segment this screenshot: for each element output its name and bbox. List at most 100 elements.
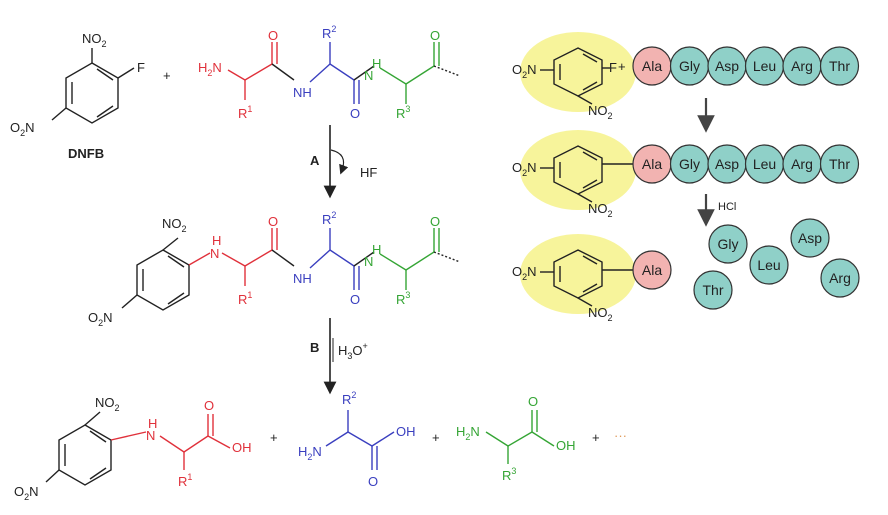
svg-text:+: + (618, 59, 626, 74)
dnp-ring-row3: O2N NO2 (512, 249, 634, 323)
bead-label-thr: Thr (829, 156, 850, 172)
svg-text:R3: R3 (502, 466, 516, 483)
svg-text:OH: OH (396, 424, 416, 439)
svg-text:R2: R2 (322, 210, 336, 227)
bead-label-leu: Leu (757, 257, 780, 273)
svg-text:NO2: NO2 (82, 31, 107, 49)
svg-text:O2N: O2N (14, 484, 39, 502)
bead-label-ala: Ala (642, 156, 662, 172)
svg-text:NO2: NO2 (588, 305, 613, 323)
peptide-chain-top: H2N R1 O NH R2 O H N R3 O (198, 24, 461, 121)
svg-text:O2N: O2N (512, 160, 537, 178)
svg-text:O: O (350, 106, 360, 121)
svg-text:R3: R3 (396, 290, 410, 307)
dnfb-molecule: NO2 F O2N DNFB (10, 31, 145, 161)
svg-text:NH: NH (293, 85, 312, 100)
bead-leu (749, 245, 789, 285)
plus-sign-1: + (163, 68, 171, 83)
bead-label-asp: Asp (715, 156, 739, 172)
svg-text:F: F (609, 60, 617, 75)
plus-sign-3: + (432, 430, 440, 445)
bead-asp (790, 218, 830, 258)
svg-text:N: N (364, 68, 373, 83)
svg-text:R2: R2 (322, 24, 336, 41)
svg-text:R3: R3 (396, 104, 410, 121)
svg-text:H: H (372, 242, 381, 257)
bead-row-2: Ala Gly Asp Leu Arg Thr (632, 144, 860, 184)
svg-text:H3O+: H3O+ (338, 341, 368, 361)
svg-text:H2N: H2N (298, 444, 322, 462)
svg-text:F: F (137, 60, 145, 75)
bead-row-1: Ala Gly Asp Leu Arg Thr (632, 46, 860, 86)
ellipsis: ··· (614, 428, 627, 443)
svg-text:NO2: NO2 (588, 103, 613, 121)
step-b-arrow: B H3O+ (310, 318, 368, 395)
svg-text:H: H (148, 416, 157, 431)
bead-gly (708, 224, 748, 264)
svg-text:R1: R1 (178, 472, 192, 489)
svg-text:R1: R1 (238, 290, 252, 307)
bead-row-3: Ala (632, 250, 672, 290)
bead-label-arg: Arg (791, 156, 813, 172)
svg-text:NH: NH (293, 271, 312, 286)
plus-sign-4: + (592, 430, 600, 445)
bead-ala (632, 250, 672, 290)
bead-label-gly: Gly (718, 236, 739, 252)
svg-text:O2N: O2N (88, 310, 113, 328)
dnp-ring-row2: O2N NO2 (512, 145, 634, 219)
dnp-peptide: NO2 O2N H N R1 O NH R2 O H N R3 O (88, 210, 461, 328)
svg-text:NO2: NO2 (162, 216, 187, 234)
svg-text:HCl: HCl (718, 201, 736, 213)
free-amino-acid-3: H2N R3 O OH (456, 394, 576, 483)
svg-text:DNFB: DNFB (68, 146, 104, 161)
bead-label-ala: Ala (642, 262, 662, 278)
svg-text:NO2: NO2 (95, 395, 120, 413)
svg-text:OH: OH (556, 438, 576, 453)
svg-text:R1: R1 (238, 104, 252, 121)
svg-text:O: O (528, 394, 538, 409)
free-amino-acid-2: H2N R2 O OH (298, 390, 416, 489)
svg-text:N: N (364, 254, 373, 269)
svg-text:N: N (210, 246, 219, 261)
svg-text:O: O (204, 398, 214, 413)
bead-label-thr: Thr (703, 282, 724, 298)
plus-sign-2: + (270, 430, 278, 445)
svg-text:H: H (372, 56, 381, 71)
svg-text:O: O (430, 28, 440, 43)
dnp-amino-acid: NO2 O2N H N R1 O OH (14, 395, 252, 502)
svg-text:O2N: O2N (512, 264, 537, 282)
bead-label-leu: Leu (753, 58, 776, 74)
bead-label-arg: Arg (829, 270, 851, 286)
svg-text:O2N: O2N (10, 120, 35, 138)
bead-thr (693, 270, 733, 310)
bead-label-leu: Leu (753, 156, 776, 172)
svg-text:O: O (368, 474, 378, 489)
svg-text:H2N: H2N (198, 60, 222, 78)
bead-arg (820, 258, 860, 298)
svg-text:NO2: NO2 (588, 201, 613, 219)
svg-text:B: B (310, 340, 319, 355)
bead-thr (819, 46, 860, 86)
bead-thr (819, 144, 860, 184)
svg-text:A: A (310, 153, 320, 168)
svg-text:O2N: O2N (512, 62, 537, 80)
bead-label-asp: Asp (798, 230, 822, 246)
svg-text:O: O (268, 214, 278, 229)
bead-label-ala: Ala (642, 58, 662, 74)
bead-label-thr: Thr (829, 58, 850, 74)
svg-text:O: O (430, 214, 440, 229)
svg-text:R2: R2 (342, 390, 356, 407)
svg-text:N: N (146, 428, 155, 443)
svg-text:HF: HF (360, 165, 377, 180)
step-a-arrow: A HF (310, 125, 377, 199)
bead-label-gly: Gly (679, 58, 700, 74)
svg-text:O: O (268, 28, 278, 43)
bead-label-gly: Gly (679, 156, 700, 172)
bead-label-asp: Asp (715, 58, 739, 74)
bead-label-arg: Arg (791, 58, 813, 74)
svg-text:H2N: H2N (456, 424, 480, 442)
svg-text:OH: OH (232, 440, 252, 455)
dnp-ring-row1: O2N NO2 F + (512, 47, 626, 121)
